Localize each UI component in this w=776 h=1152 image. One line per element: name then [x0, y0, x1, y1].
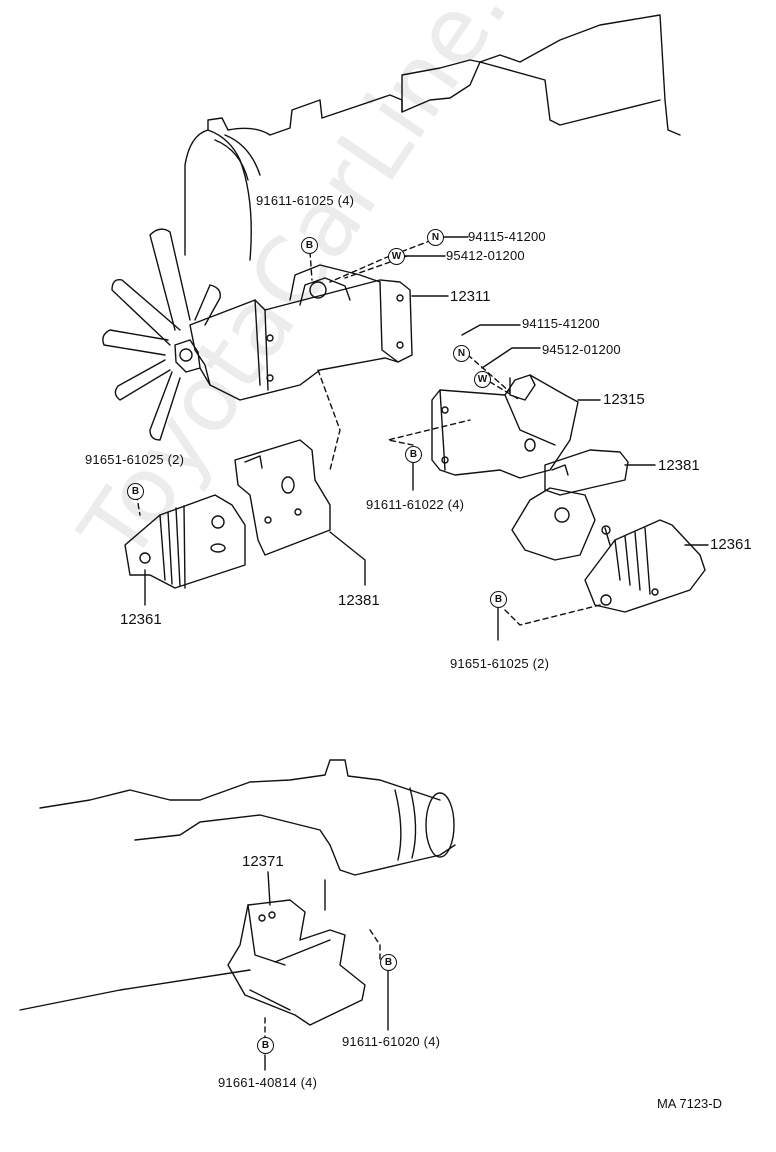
bolt-symbol-91611-61025: B	[301, 237, 318, 254]
label-91611-61022: 91611-61022 (4)	[366, 497, 465, 512]
part-number-12311: 12311	[450, 288, 491, 305]
label-91611-61025: 91611-61025 (4)	[256, 193, 355, 208]
nut-symbol-top: N	[427, 229, 444, 246]
part-number-12371: 12371	[242, 853, 284, 870]
bolt-symbol-91661-40814: B	[257, 1037, 274, 1054]
leader-lines	[134, 236, 709, 1071]
label-95412-01200: 95412-01200	[446, 248, 525, 263]
bolt-symbol-91611-61020: B	[380, 954, 397, 971]
label-94512-01200: 94512-01200	[542, 342, 621, 357]
rear-mount-12371	[227, 899, 366, 1026]
cushion-plate-12381-right	[511, 449, 629, 561]
part-number-12361-right: 12361	[710, 536, 752, 553]
label-91661-40814: 91661-40814 (4)	[218, 1075, 318, 1090]
bolt-symbol-91651-left: B	[127, 483, 144, 500]
bracket-12315	[431, 374, 579, 479]
washer-symbol-top: W	[388, 248, 405, 265]
part-number-12361-left: 12361	[120, 611, 162, 628]
insulator-12361-left	[124, 494, 246, 589]
label-94115-41200-mid: 94115-41200	[522, 316, 600, 331]
nut-symbol-mid: N	[453, 345, 470, 362]
engine-block-outline	[184, 14, 681, 261]
part-number-12315: 12315	[603, 391, 645, 408]
cushion-plate-12381-left	[234, 439, 331, 556]
fan-blades	[102, 228, 221, 441]
diagram-code: MA 7123-D	[656, 1096, 722, 1111]
part-number-12381-left: 12381	[338, 592, 380, 609]
insulator-12361-right	[584, 519, 706, 613]
washer-symbol-mid: W	[474, 371, 491, 388]
bolt-symbol-91611-61022: B	[405, 446, 422, 463]
label-94115-41200-top: 94115-41200	[468, 229, 546, 244]
label-91651-61025-left: 91651-61025 (2)	[85, 452, 185, 467]
label-91651-61025-right: 91651-61025 (2)	[450, 656, 550, 671]
transmission-outline	[19, 759, 456, 1011]
bolt-symbol-91651-right: B	[490, 591, 507, 608]
part-number-12381-right: 12381	[658, 457, 700, 474]
label-91611-61020: 91611-61020 (4)	[342, 1034, 441, 1049]
bracket-12311	[174, 264, 413, 401]
